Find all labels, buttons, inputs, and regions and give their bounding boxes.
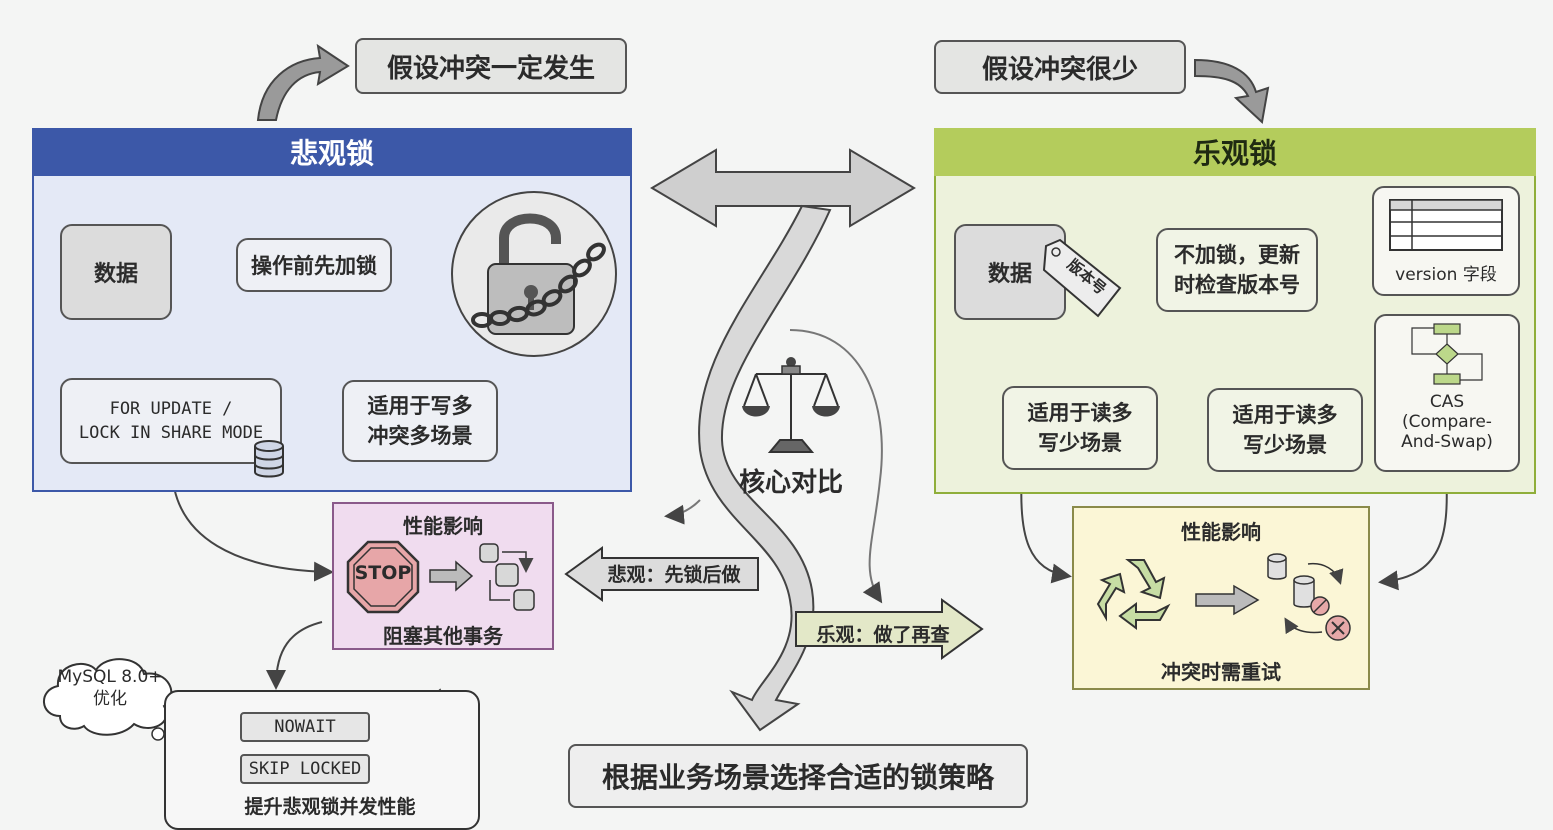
- table-icon: [1389, 199, 1503, 251]
- pess-arrow-label: 悲观：先锁后做: [607, 564, 741, 586]
- blocked-transactions-icon: [426, 540, 542, 616]
- stop-sign-label: STOP: [354, 562, 412, 584]
- pess-perf-caption: 阻塞其他事务: [383, 624, 503, 648]
- optimistic-title: 乐观锁: [934, 128, 1536, 176]
- cas-line-2: (Compare-: [1402, 412, 1492, 432]
- opt-suits-a-line-1: 适用于读多: [1027, 401, 1133, 425]
- balance-scale-icon: [740, 352, 842, 456]
- pess-suits-box: 适用于写多 冲突多场景: [342, 380, 498, 462]
- opt-suits-b-line-1: 适用于读多: [1232, 403, 1338, 427]
- cas-box: CAS (Compare- And-Swap): [1374, 314, 1520, 472]
- cas-line-1: CAS: [1429, 392, 1465, 412]
- opt-no-lock-box: 不加锁，更新 时检查版本号: [1156, 228, 1318, 312]
- opt-arrow-label: 乐观：做了再查: [816, 624, 950, 646]
- opt-no-lock-line-1: 不加锁，更新: [1174, 243, 1300, 267]
- mysql-options-caption: 提升悲观锁并发性能: [244, 796, 416, 818]
- opt-suits-a-line-2: 写少场景: [1038, 431, 1122, 455]
- sql-line-2: LOCK IN SHARE MODE: [78, 423, 264, 443]
- opt-perf-title: 性能影响: [1181, 520, 1261, 544]
- mysql-bubble-line-2: 优化: [93, 689, 127, 709]
- sql-line-1: FOR UPDATE /: [109, 399, 233, 419]
- opt-suits-b-line-2: 写少场景: [1243, 433, 1327, 457]
- double-arrow-center: [650, 148, 916, 228]
- stop-sign-icon: [346, 540, 420, 614]
- core-comparison-label: 核心对比: [738, 468, 843, 498]
- skip-locked-option: SKIP LOCKED: [240, 754, 370, 784]
- opt-arrow-shape: [794, 598, 984, 660]
- opt-suits-box-a: 适用于读多 写少场景: [1002, 386, 1158, 470]
- curved-arrow-left-top: [256, 43, 350, 121]
- version-field-box: version 字段: [1372, 186, 1520, 296]
- opt-suits-box-b: 适用于读多 写少场景: [1207, 388, 1363, 472]
- version-tag-icon: [1040, 236, 1126, 320]
- opt-perf-caption: 冲突时需重试: [1161, 660, 1281, 684]
- pess-lock-first-box: 操作前先加锁: [236, 238, 392, 292]
- banner-assume-conflict: 假设冲突一定发生: [355, 38, 627, 94]
- pess-suits-line-2: 冲突多场景: [367, 424, 473, 448]
- retry-arrow-icon: [1194, 584, 1260, 616]
- opt-no-lock-line-2: 时检查版本号: [1174, 273, 1300, 297]
- sql-lock-clause-box: FOR UPDATE / LOCK IN SHARE MODE: [60, 378, 282, 464]
- padlock-icon: [448, 188, 620, 360]
- pess-perf-title: 性能影响: [403, 514, 483, 538]
- winding-arrow-center: [698, 204, 832, 732]
- cas-flowchart-icon: [1411, 323, 1483, 385]
- conflict-retry-icon: [1262, 550, 1358, 646]
- pess-data-box: 数据: [60, 224, 172, 320]
- curved-arrow-right-top: [1194, 58, 1270, 124]
- mysql-bubble-line-1: MySQL 8.0+: [57, 667, 163, 687]
- banner-assume-rare-conflict: 假设冲突很少: [934, 40, 1186, 94]
- pess-suits-line-1: 适用于写多: [367, 394, 473, 418]
- mysql-bubble-text: MySQL 8.0+ 优化: [40, 666, 180, 710]
- recycle-icon: [1092, 552, 1182, 642]
- version-field-label: version 字段: [1395, 265, 1497, 285]
- pess-arrow-shape: [564, 546, 760, 602]
- bottom-conclusion-banner: 根据业务场景选择合适的锁策略: [568, 744, 1028, 808]
- nowait-option: NOWAIT: [240, 712, 370, 742]
- opt-data-box: 数据: [954, 224, 1066, 320]
- database-icon: [252, 438, 286, 480]
- pessimistic-title: 悲观锁: [32, 128, 632, 176]
- cas-line-3: And-Swap): [1401, 432, 1493, 452]
